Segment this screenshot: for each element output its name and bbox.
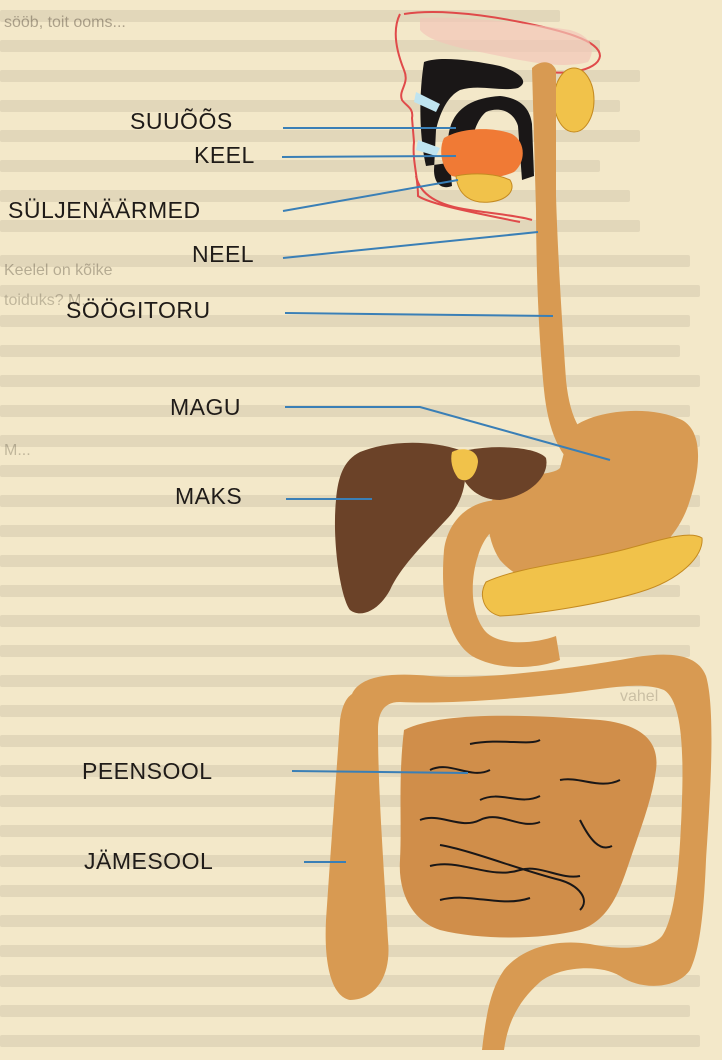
- label-mouth: SUUÕÕS: [130, 110, 233, 133]
- bg-text-c: toiduks? M...: [4, 292, 95, 310]
- label-stomach: MAGU: [170, 396, 241, 419]
- label-liver: MAKS: [175, 485, 242, 508]
- parotid-gland: [554, 68, 594, 132]
- small-intestine-shape: [400, 716, 657, 938]
- bg-text-b: Keelel on kõike: [4, 262, 113, 280]
- label-salivary-glands: SÜLJENÄÄRMED: [8, 199, 201, 222]
- bg-text-e: vahel: [620, 688, 658, 706]
- tongue-shape: [441, 129, 523, 179]
- nasal-cavity: [420, 18, 592, 65]
- salivary-gland-shape: [456, 174, 512, 202]
- leader-line-pharynx: [283, 232, 538, 258]
- pharynx-shape: [532, 62, 556, 210]
- label-small-intestine: PEENSOOL: [82, 760, 213, 783]
- label-large-intestine: JÄMESOOL: [84, 850, 213, 873]
- leader-line-salivary: [283, 180, 458, 211]
- bg-text-d: M...: [4, 442, 31, 460]
- bg-text-a: sööb, toit ooms...: [4, 14, 126, 32]
- leader-line-esophagus: [285, 313, 553, 316]
- leader-line-tongue: [282, 156, 456, 157]
- label-pharynx: NEEL: [192, 243, 254, 266]
- label-tongue: KEEL: [194, 144, 255, 167]
